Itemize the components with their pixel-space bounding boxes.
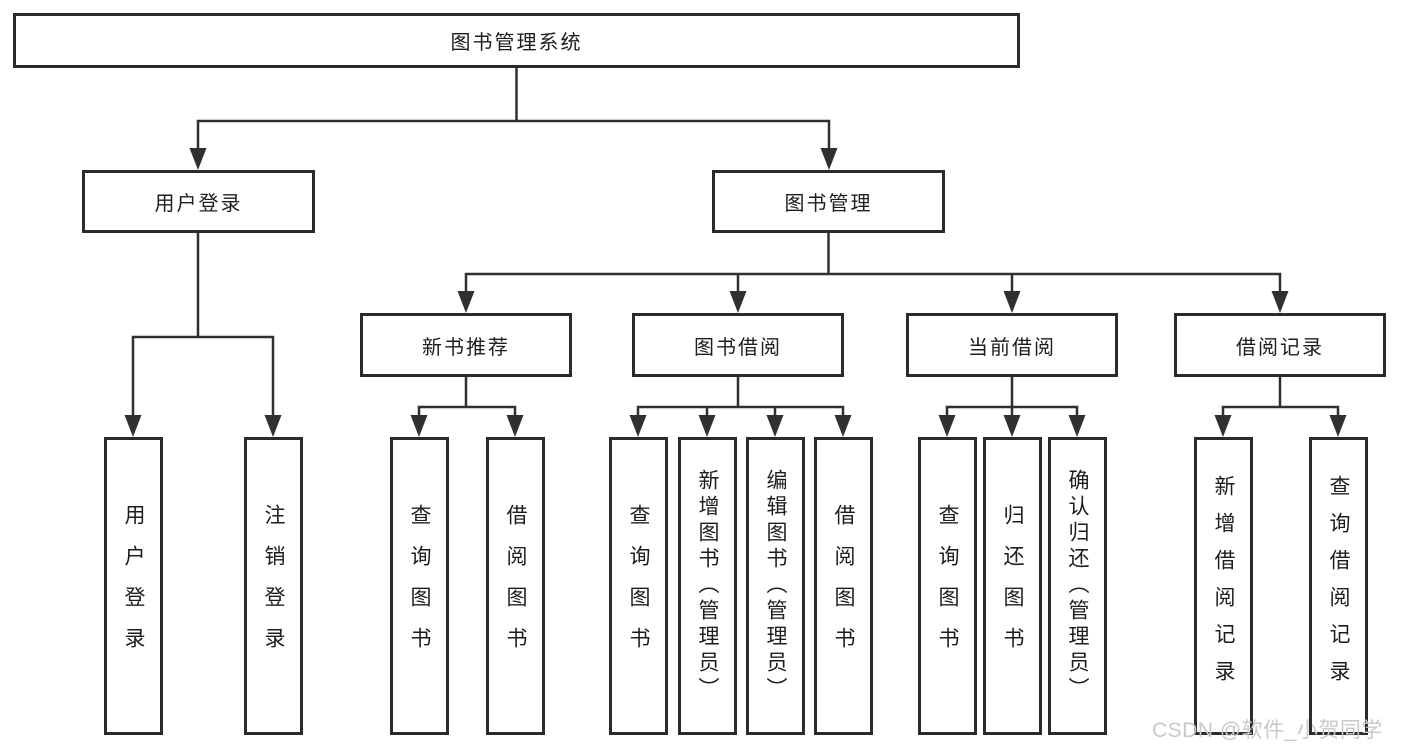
leaf-query-books-1: 查询图书 [390, 437, 449, 735]
leaf-borrow-books-2: 借阅图书 [814, 437, 873, 735]
connector-user-login-branch [131, 233, 275, 418]
connector-borrow-record-branch [1221, 377, 1340, 418]
leaf-confirm-return-admin: 确认归还（管理员） [1048, 437, 1107, 735]
node-current-borrow: 当前借阅 [906, 313, 1118, 377]
leaf-logout: 注销登录 [244, 437, 303, 735]
leaf-borrow-books-1: 借阅图书 [486, 437, 545, 735]
node-user-login: 用户登录 [82, 170, 315, 233]
leaf-return-books: 归还图书 [983, 437, 1042, 735]
node-borrow-record: 借阅记录 [1174, 313, 1386, 377]
leaf-query-books-2: 查询图书 [609, 437, 668, 735]
connector-root-branch [196, 68, 831, 150]
connector-book-mgmt-branch [464, 233, 1282, 295]
connector-new-book-branch [417, 377, 517, 418]
node-book-borrow: 图书借阅 [632, 313, 844, 377]
leaf-add-books-admin: 新增图书（管理员） [678, 437, 737, 735]
watermark: CSDN @软件_小贺同学 [1152, 719, 1383, 742]
arrowheads [124, 148, 1347, 437]
leaf-edit-books-admin: 编辑图书（管理员） [746, 437, 805, 735]
leaf-query-borrow-record: 查询借阅记录 [1309, 437, 1368, 735]
node-book-management: 图书管理 [712, 170, 945, 233]
leaf-add-borrow-record: 新增借阅记录 [1194, 437, 1253, 735]
connector-current-borrow-branch [945, 377, 1079, 418]
leaf-user-login: 用户登录 [104, 437, 163, 735]
connector-book-borrow-branch [636, 377, 845, 418]
node-new-book-recommend: 新书推荐 [360, 313, 572, 377]
node-root: 图书管理系统 [13, 13, 1020, 68]
leaf-query-books-3: 查询图书 [918, 437, 977, 735]
